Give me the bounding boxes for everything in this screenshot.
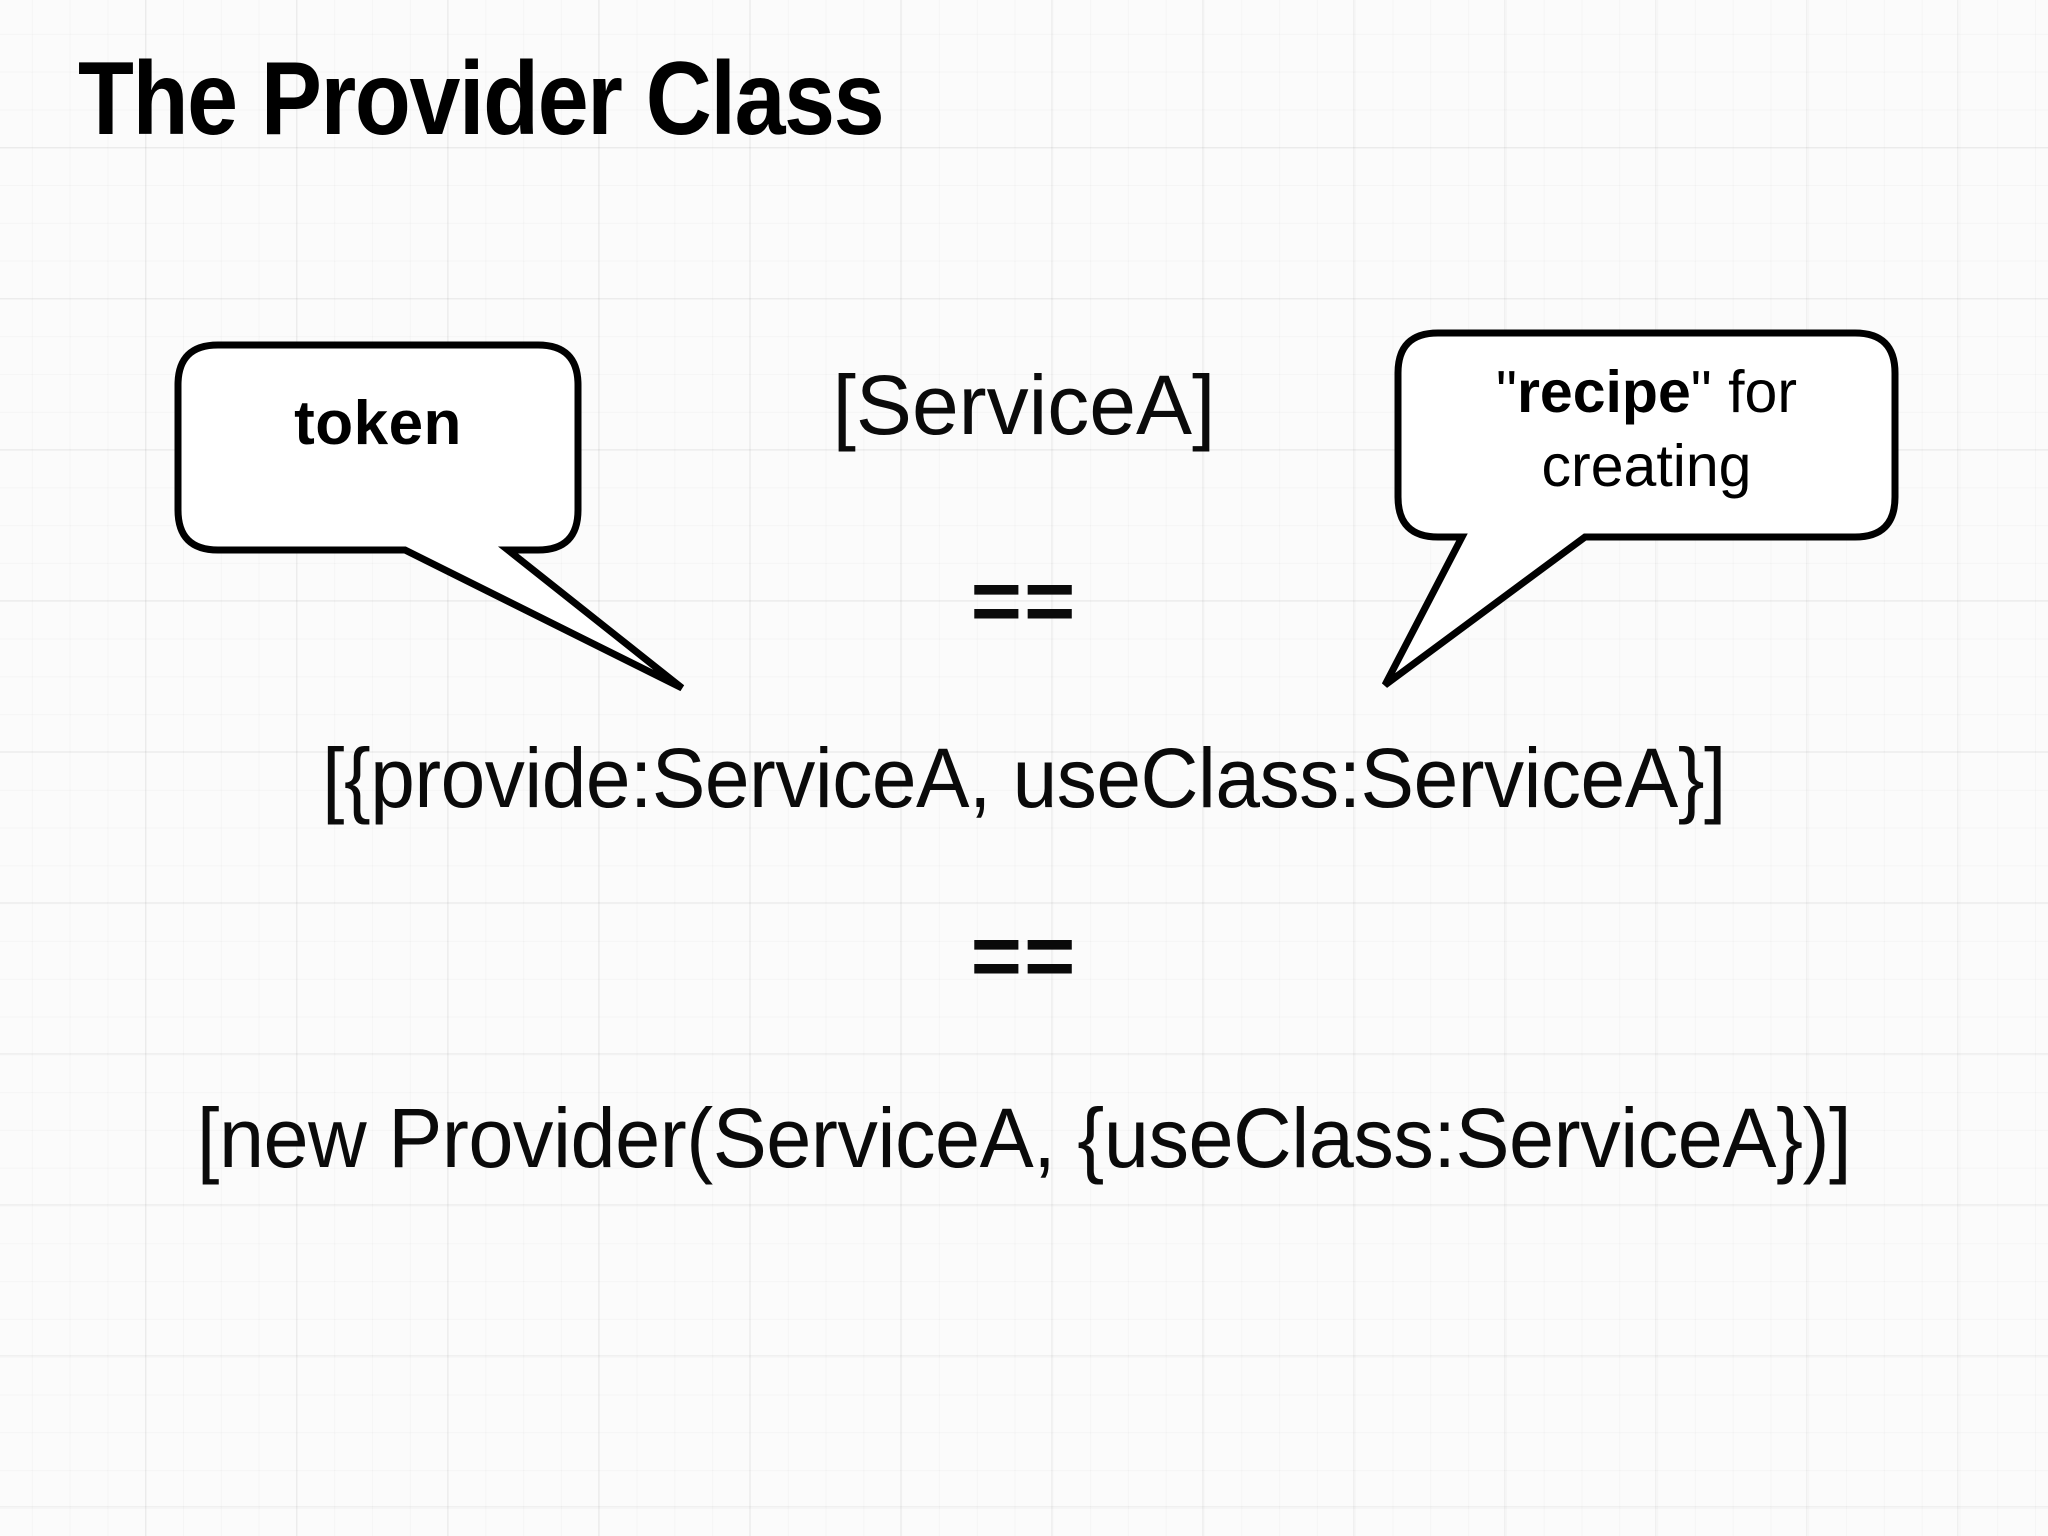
callout-token-label: token: [294, 389, 462, 458]
callout-recipe-line-2: creating: [1541, 433, 1752, 500]
equation-operator-second: ==: [970, 906, 1078, 1005]
equation-operator-first: ==: [970, 551, 1078, 650]
callout-recipe-line-1: "recipe" for: [1398, 355, 1895, 429]
callout-recipe-label: "recipe" for creating: [1398, 355, 1895, 504]
callout-recipe-suffix: " for: [1690, 359, 1797, 425]
callout-recipe-emphasis: recipe: [1516, 359, 1691, 425]
equation-line-service-token: [ServiceA]: [832, 358, 1216, 452]
equation-line-provider-instance: [new Provider(ServiceA, {useClass:Servic…: [196, 1091, 1852, 1185]
callout-recipe-quote-open: ": [1496, 359, 1517, 425]
equation-line-provider-object: [{provide:ServiceA, useClass:ServiceA}]: [322, 731, 1726, 825]
page-title: The Provider Class: [78, 41, 885, 157]
